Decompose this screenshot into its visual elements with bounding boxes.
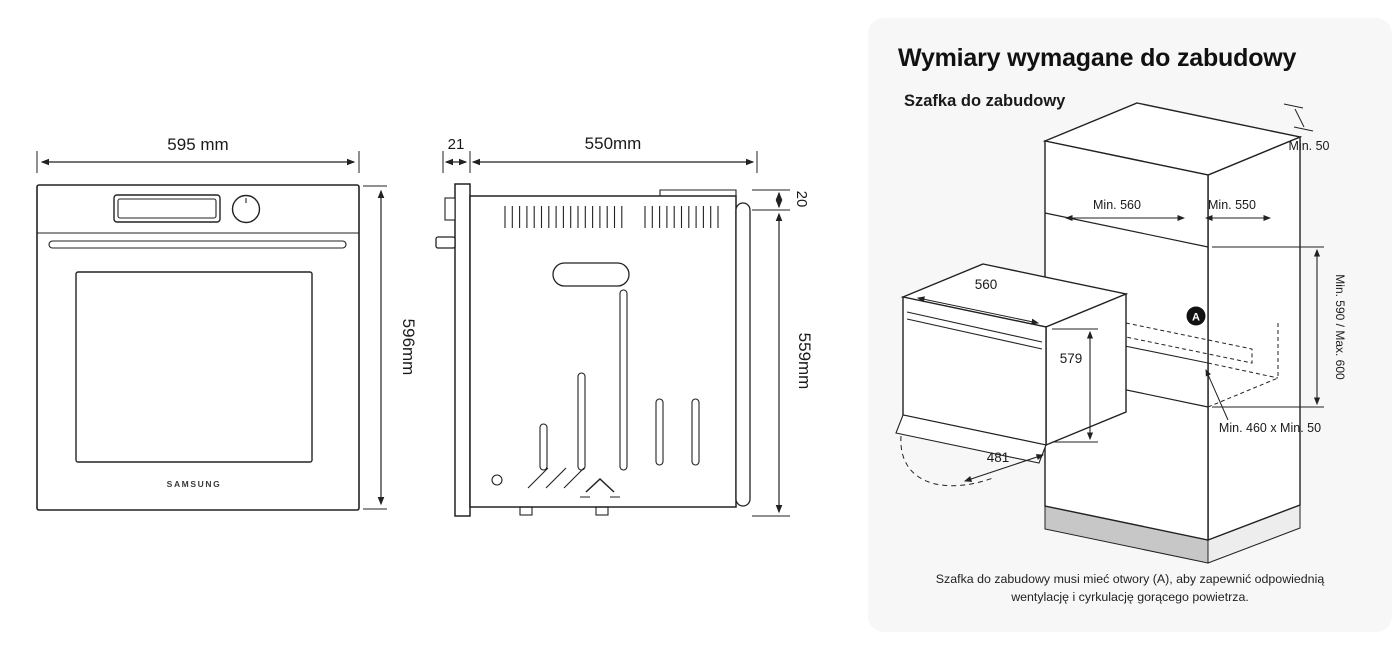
- width-dim-ticks: [36, 151, 360, 173]
- vent-slots-left: [504, 206, 623, 228]
- top-clearance-dim: [1294, 108, 1305, 128]
- niche-floor-back-edge: [1114, 343, 1209, 364]
- depth-dim-ticks: [442, 151, 758, 173]
- side-height-ticks: [752, 189, 790, 517]
- door-swing-arc: [900, 435, 994, 487]
- door-window: [75, 271, 313, 463]
- back-panel: [735, 202, 751, 507]
- side-body: [469, 195, 737, 508]
- top-clearance-ticks: [1283, 103, 1314, 132]
- airflow-hatch: [527, 467, 585, 489]
- vent-leader-line: [1205, 369, 1229, 421]
- panel-slot-1: [539, 423, 548, 471]
- niche-height-label: Min. 590 / Max. 600: [1333, 274, 1347, 380]
- caption-line-1: Szafka do zabudowy musi mieć otwory (A),…: [935, 572, 1325, 586]
- vent-marker-letter: A: [1192, 312, 1200, 324]
- panel-slot-5: [691, 398, 700, 466]
- front-view: 595 mm SAMSUNG 596mm: [36, 135, 418, 511]
- brand-logo: SAMSUNG: [167, 479, 222, 489]
- latch-detail: [444, 197, 456, 221]
- side-top-clearance-label: 20: [793, 191, 810, 208]
- top-rail: [659, 189, 737, 196]
- vent-slots-right: [644, 206, 719, 228]
- display-inner: [117, 198, 217, 219]
- oven-width-dim-line: [916, 296, 1040, 325]
- niche-floor-right-hidden: [1207, 377, 1279, 408]
- front-width-label: 595 mm: [167, 135, 228, 154]
- side-offset-label: 21: [448, 136, 465, 153]
- height-dim-ticks: [363, 185, 387, 510]
- door-handle: [48, 240, 347, 249]
- front-frame: [454, 183, 471, 517]
- panel-caption: Szafka do zabudowy musi mieć otwory (A),…: [868, 570, 1392, 606]
- niche-floor-back-hidden: [1207, 362, 1279, 379]
- panel-subtitle: Szafka do zabudowy: [904, 92, 1066, 110]
- cabinet-isometric: 560 579 481 Min. 560 Min. 550 Min. 50 Mi…: [895, 102, 1347, 564]
- panel-slot-4: [655, 398, 664, 466]
- side-view: 21 550mm 20 559mm: [435, 134, 814, 517]
- screw-hole: [491, 474, 503, 486]
- oven-height-ticks: [1052, 328, 1098, 443]
- emboss-oval: [552, 262, 630, 287]
- foot-left: [519, 506, 533, 516]
- panel-slot-3: [619, 289, 628, 471]
- door-depth-dim-line: [963, 454, 1045, 482]
- vent-marker-circle: [1186, 306, 1206, 326]
- door-depth-label: 481: [987, 450, 1010, 465]
- caption-line-2: wentylację i cyrkulację gorącego powietr…: [1011, 590, 1249, 604]
- handle-side-profile: [435, 236, 456, 249]
- control-knob: [231, 194, 261, 224]
- oven-height-label: 579: [1060, 351, 1083, 366]
- niche-width-label: Min. 560: [1093, 198, 1141, 212]
- niche-depth-label: Min. 550: [1208, 198, 1256, 212]
- installation-panel: Wymiary wymagane do zabudowy Szafka do z…: [868, 18, 1392, 632]
- oven-width-label: 560: [975, 277, 998, 292]
- panel-title: Wymiary wymagane do zabudowy: [898, 44, 1297, 72]
- display-panel: [113, 194, 221, 223]
- foot-right: [595, 506, 609, 516]
- vent-size-label: Min. 460 x Min. 50: [1219, 421, 1321, 435]
- top-clearance-label: Min. 50: [1289, 139, 1330, 153]
- front-height-label: 596mm: [399, 319, 418, 376]
- oven-dimension-drawings: 595 mm SAMSUNG 596mm 21 550mm: [36, 134, 814, 517]
- niche-height-ticks: [1212, 246, 1324, 408]
- side-depth-label: 550mm: [585, 134, 642, 153]
- side-height-label: 559mm: [795, 333, 814, 390]
- arrow-up-icon: [585, 477, 615, 493]
